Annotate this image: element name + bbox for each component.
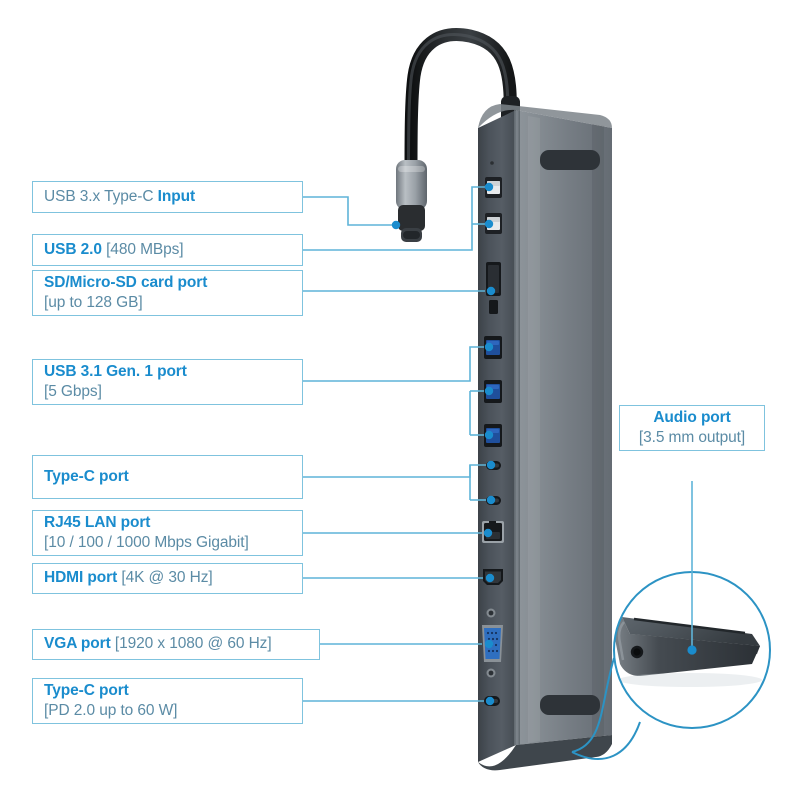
callout-line-detail: [PD 2.0 up to 60 W] [44, 702, 178, 719]
callout-rj45-lan-port[interactable]: RJ45 LAN port [10 / 100 / 1000 Mbps Giga… [32, 510, 303, 556]
port-type-c-upper [486, 461, 501, 470]
port-usb-2-0-upper [485, 177, 502, 198]
callout-line-title: Audio port [653, 408, 731, 426]
callout-line: Type-C port [44, 467, 129, 485]
callout-usb-3x-type-c-input[interactable]: USB 3.x Type-C Input [32, 181, 303, 213]
port-usb-2-0-lower [485, 213, 502, 234]
callout-line: VGA port [1920 x 1080 @ 60 Hz] [44, 635, 272, 653]
callout-line: USB 2.0 [480 MBps] [44, 240, 184, 258]
callout-type-c-power-delivery-port[interactable]: Type-C port [PD 2.0 up to 60 W] [32, 678, 303, 724]
callout-usb-2-0[interactable]: USB 2.0 [480 MBps] [32, 234, 303, 266]
callout-line-title: Type-C port [44, 681, 129, 699]
port-sd-card [486, 262, 501, 296]
callout-line-detail: [5 Gbps] [44, 383, 102, 400]
port-hdmi [483, 569, 503, 585]
port-type-c-lower [486, 496, 501, 505]
usb-c-plug [396, 160, 427, 242]
callout-line-detail: [up to 128 GB] [44, 294, 143, 311]
callout-line-title: SD/Micro-SD card port [44, 273, 208, 291]
callout-line-title: RJ45 LAN port [44, 513, 151, 531]
callout-type-c-port[interactable]: Type-C port [32, 455, 303, 499]
port-usb-3-1-a [484, 336, 502, 359]
callout-vga-port[interactable]: VGA port [1920 x 1080 @ 60 Hz] [32, 629, 320, 660]
audio-port-inset [613, 571, 771, 729]
callout-line-detail: [10 / 100 / 1000 Mbps Gigabit] [44, 534, 249, 551]
callout-usb-3-1-gen-1-port[interactable]: USB 3.1 Gen. 1 port [5 Gbps] [32, 359, 303, 405]
port-usb-3-1-c [484, 424, 502, 447]
port-rj45-lan [482, 521, 504, 543]
port-usb-3-1-b [484, 380, 502, 403]
rubber-pad-bottom [540, 695, 600, 715]
rubber-pad-top [540, 150, 600, 170]
callout-line-detail: [3.5 mm output] [638, 429, 746, 446]
callout-line: HDMI port [4K @ 30 Hz] [44, 569, 213, 587]
callout-audio-port[interactable]: Audio port [3.5 mm output] [619, 405, 765, 451]
callout-line-title: USB 3.1 Gen. 1 port [44, 362, 187, 380]
inset-connector [571, 657, 641, 760]
callout-sd-micro-sd-card-port[interactable]: SD/Micro-SD card port [up to 128 GB] [32, 270, 303, 316]
callout-hdmi-port[interactable]: HDMI port [4K @ 30 Hz] [32, 563, 303, 594]
port-type-c-pd [484, 696, 500, 706]
callout-line: USB 3.x Type-C Input [44, 187, 196, 205]
port-micro-sd [489, 300, 498, 314]
